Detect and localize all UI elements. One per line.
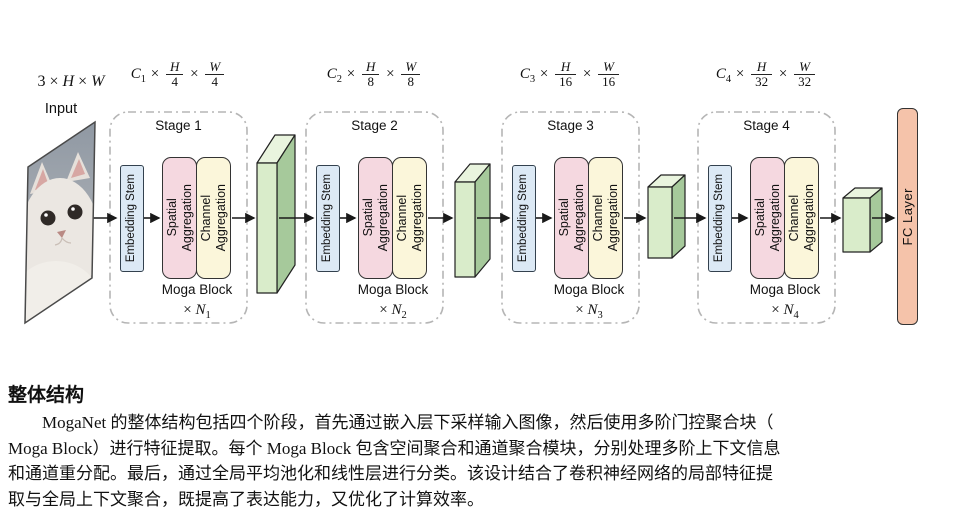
moga-block-label: Moga Block — [749, 282, 821, 297]
channel-aggregation-label: Channel Aggregation — [786, 184, 816, 252]
spatial-aggregation-label: Spatial Aggregation — [164, 184, 194, 252]
stage-title: Stage 1 — [155, 118, 202, 133]
cat-ear-inner — [71, 159, 85, 178]
channel-aggregation-block: Channel Aggregation — [784, 157, 819, 279]
cat-eye — [40, 210, 56, 226]
cat-eye — [67, 204, 83, 220]
embedding-stem-block: Embedding Stem — [708, 165, 732, 272]
feature-map-3 — [647, 174, 686, 259]
stage-1-container: Stage 1 Embedding Stem Spatial Aggregati… — [110, 112, 247, 323]
page: 3 × H × W Input — [8, 59, 918, 509]
embedding-stem-label: Embedding Stem — [321, 174, 334, 263]
embedding-stem-label: Embedding Stem — [713, 174, 726, 263]
embedding-stem-block: Embedding Stem — [512, 165, 536, 272]
repeat-count-label: × N4 — [771, 302, 799, 321]
caption-line: 和通道重分配。最后，通过全局平均池化和线性层进行分类。该设计结合了卷积神经网络的… — [8, 464, 773, 484]
feature-map-front — [842, 197, 871, 253]
channel-aggregation-block: Channel Aggregation — [588, 157, 623, 279]
input-label: Input — [44, 101, 78, 117]
input-shape-label: 3 × H × W — [37, 73, 105, 90]
feature-map-side — [869, 187, 883, 253]
cat-nose — [57, 230, 66, 238]
embedding-stem-block: Embedding Stem — [316, 165, 340, 272]
feature-map-front — [256, 162, 278, 294]
spatial-aggregation-label: Spatial Aggregation — [556, 184, 586, 252]
input-image-cat — [24, 120, 96, 325]
embedding-stem-label: Embedding Stem — [125, 174, 138, 263]
channel-aggregation-block: Channel Aggregation — [196, 157, 231, 279]
spatial-aggregation-label: Spatial Aggregation — [360, 184, 390, 252]
feature-map-front — [454, 181, 476, 278]
caption-heading: 整体结构 — [8, 385, 85, 406]
feature-map-side — [671, 174, 686, 259]
feature-map-1 — [256, 134, 296, 294]
caption-section: 整体结构 MogaNet 的整体结构包括四个阶段，首先通过嵌入层下采样输入图像，… — [8, 380, 947, 512]
spatial-aggregation-block: Spatial Aggregation — [162, 157, 197, 279]
cat-eye-glint — [71, 207, 75, 211]
fc-layer-label: FC Layer — [899, 187, 915, 246]
feature-map-4 — [842, 187, 883, 253]
spatial-aggregation-label: Spatial Aggregation — [752, 184, 782, 252]
caption-line: 取与全局上下文聚合，既提高了表达能力，又优化了计算效率。 — [8, 489, 484, 509]
repeat-count-label: × N3 — [575, 302, 603, 321]
cat-eye-glint — [44, 213, 48, 217]
feature-map-front — [647, 186, 673, 259]
channel-aggregation-label: Channel Aggregation — [394, 184, 424, 252]
diagram-vectors — [70, 111, 896, 324]
feature-map-2 — [454, 163, 491, 278]
moga-block-label: Moga Block — [161, 282, 233, 297]
channel-aggregation-label: Channel Aggregation — [198, 184, 228, 252]
fc-layer-block: FC Layer — [897, 108, 918, 325]
caption-line: Moga Block）进行特征提取。每个 Moga Block 包含空间聚合和通… — [8, 438, 781, 458]
repeat-count-label: × N1 — [183, 302, 211, 321]
photo-border — [24, 120, 96, 325]
cat-mouth — [54, 237, 72, 246]
architecture-diagram: 3 × H × W Input — [24, 59, 918, 325]
embedding-stem-label: Embedding Stem — [517, 174, 530, 263]
feature-map-side — [474, 163, 491, 278]
spatial-aggregation-block: Spatial Aggregation — [554, 157, 589, 279]
stage-4-container: Stage 4 Embedding Stem Spatial Aggregati… — [698, 112, 835, 323]
stage-3-container: Stage 3 Embedding Stem Spatial Aggregati… — [502, 112, 639, 323]
repeat-count-label: × N2 — [379, 302, 407, 321]
stage-title: Stage 4 — [743, 118, 790, 133]
spatial-aggregation-block: Spatial Aggregation — [750, 157, 785, 279]
stage-2-container: Stage 2 Embedding Stem Spatial Aggregati… — [306, 112, 443, 323]
caption-line: MogaNet 的整体结构包括四个阶段，首先通过嵌入层下采样输入图像，然后使用多… — [42, 413, 774, 432]
embedding-stem-block: Embedding Stem — [120, 165, 144, 272]
channel-aggregation-block: Channel Aggregation — [392, 157, 427, 279]
spatial-aggregation-block: Spatial Aggregation — [358, 157, 393, 279]
stage-title: Stage 2 — [351, 118, 398, 133]
moga-block-label: Moga Block — [553, 282, 625, 297]
feature-map-side — [276, 134, 296, 294]
moga-block-label: Moga Block — [357, 282, 429, 297]
stage-title: Stage 3 — [547, 118, 594, 133]
channel-aggregation-label: Channel Aggregation — [590, 184, 620, 252]
